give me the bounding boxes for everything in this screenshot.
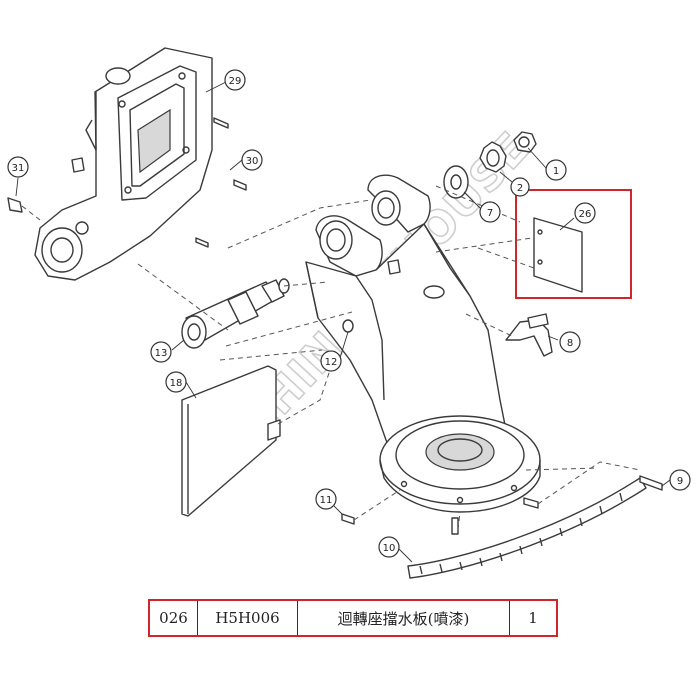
part-11-pins — [341, 497, 539, 535]
swivel-base-body — [305, 174, 541, 513]
callout-9: 9 — [669, 469, 691, 491]
part-code-cell: H5H006 — [198, 601, 298, 635]
part-18-side-plate — [181, 365, 281, 517]
svg-text:1: 1 — [553, 166, 559, 177]
svg-text:11: 11 — [320, 495, 333, 506]
callout-26: 26 — [574, 202, 596, 224]
assembly-dashed-lines — [21, 185, 641, 531]
part-2-lock-washer — [479, 141, 507, 173]
part-description-cell: 迴轉座擋水板(噴漆) — [298, 601, 510, 635]
callout-18: 18 — [165, 371, 187, 393]
svg-text:8: 8 — [567, 338, 573, 349]
callout-2: 2 — [510, 177, 530, 197]
callout-29: 29 — [224, 69, 246, 91]
svg-text:10: 10 — [383, 543, 396, 554]
svg-text:26: 26 — [579, 209, 592, 220]
parts-list-row-026: 026 H5H006 迴轉座擋水板(噴漆) 1 — [148, 599, 558, 637]
svg-text:13: 13 — [155, 348, 168, 359]
part-13-shaft — [181, 278, 290, 349]
callout-10: 10 — [378, 536, 400, 558]
pins-29-30 — [7, 117, 247, 248]
svg-text:31: 31 — [12, 163, 25, 174]
callout-12: 12 — [320, 350, 342, 372]
callout-11: 11 — [315, 488, 337, 510]
callout-7: 7 — [479, 201, 501, 223]
svg-text:2: 2 — [517, 183, 523, 194]
svg-text:12: 12 — [325, 357, 338, 368]
svg-text:29: 29 — [229, 76, 242, 87]
part-8-knob — [505, 313, 553, 357]
part-quantity-cell: 1 — [528, 609, 538, 627]
callout-8: 8 — [559, 331, 581, 353]
part-29-motor-bracket — [34, 47, 213, 281]
callout-31: 31 — [7, 156, 29, 178]
part-9-screw — [639, 475, 663, 491]
part-number-cell: 026 — [150, 601, 198, 635]
svg-text:18: 18 — [170, 378, 183, 389]
callout-30: 30 — [241, 149, 263, 171]
part-10-curved-rack — [407, 477, 647, 579]
part-7-washer — [443, 165, 469, 199]
highlight-box-part-26 — [515, 189, 632, 299]
part-1-nut — [513, 131, 537, 153]
callout-leaders — [15, 81, 671, 563]
svg-text:30: 30 — [246, 156, 259, 167]
callout-1: 1 — [545, 159, 567, 181]
part-26-water-guard-plate — [533, 217, 583, 293]
callout-13: 13 — [150, 341, 172, 363]
svg-text:7: 7 — [487, 208, 493, 219]
svg-text:9: 9 — [677, 476, 683, 487]
